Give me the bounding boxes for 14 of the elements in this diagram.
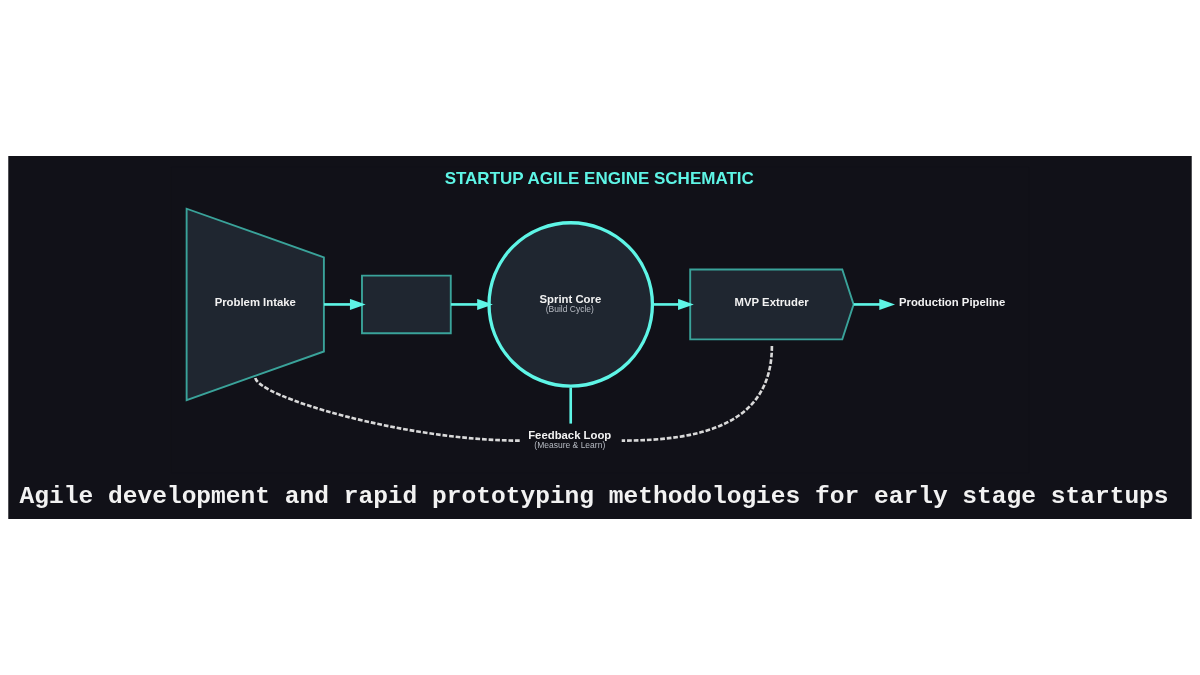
connector xyxy=(621,345,774,442)
node-box: Problem Intake xyxy=(185,207,325,402)
connector xyxy=(254,376,520,442)
arrow xyxy=(451,298,493,310)
node-box xyxy=(361,274,452,335)
node-text: Production Pipeline xyxy=(898,296,1006,309)
arrow xyxy=(324,298,366,310)
node-circle: Sprint Core (Build Cycle) xyxy=(487,221,655,388)
connector xyxy=(569,387,573,424)
diagram-title: STARTUP AGILE ENGINE SCHEMATIC xyxy=(444,168,754,188)
arrow xyxy=(652,298,694,310)
caption: Agile development and rapid prototyping methodologies for early stage startups xyxy=(19,482,1169,510)
node-text: Feedback Loop (Measure & Learn) xyxy=(528,428,612,450)
arrow xyxy=(853,298,895,310)
